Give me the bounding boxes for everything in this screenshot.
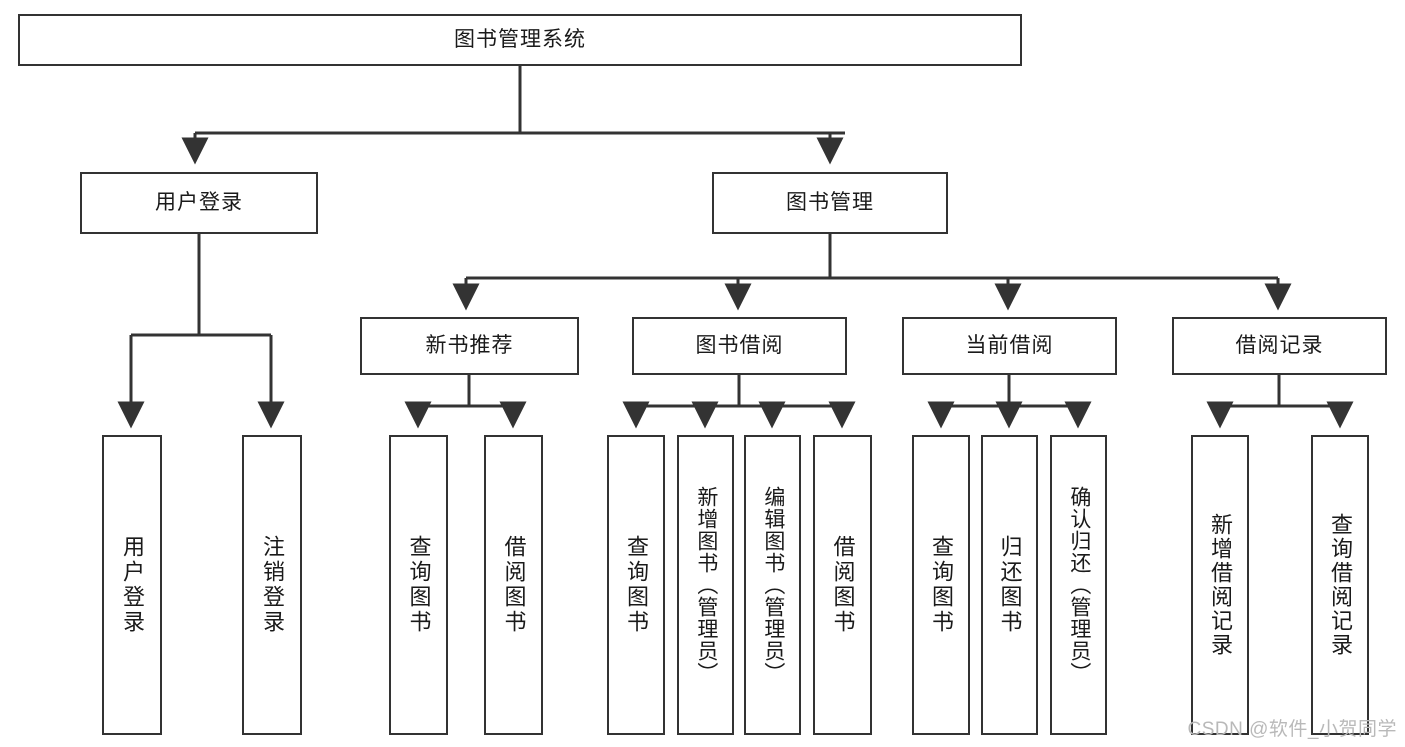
leaf-add-record-label: 新增借阅记录 xyxy=(1207,513,1233,657)
leaf-query-record-label: 查询借阅记录 xyxy=(1327,513,1353,657)
leaf-edit-book-label: 编辑图书（管理员） xyxy=(761,486,785,684)
node-root-label: 图书管理系统 xyxy=(454,28,586,52)
node-borrow-record-label: 借阅记录 xyxy=(1235,334,1324,358)
leaf-add-record[interactable]: 新增借阅记录 xyxy=(1191,435,1249,735)
edge-current-borrow-to-leaves xyxy=(927,375,1092,429)
leaf-return-book[interactable]: 归还图书 xyxy=(981,435,1038,735)
leaf-borrow-book-2-label: 借阅图书 xyxy=(830,535,856,635)
leaf-query-book-3[interactable]: 查询图书 xyxy=(912,435,970,735)
leaf-user-login-label: 用户登录 xyxy=(119,535,145,635)
node-user-login-label: 用户登录 xyxy=(155,191,243,215)
node-new-book-recommend-label: 新书推荐 xyxy=(425,334,514,358)
leaf-query-book-1-label: 查询图书 xyxy=(406,535,432,635)
node-root[interactable]: 图书管理系统 xyxy=(18,14,1022,66)
leaf-user-logout-label: 注销登录 xyxy=(259,535,285,635)
leaf-confirm-return-label: 确认归还（管理员） xyxy=(1067,486,1091,684)
node-book-management-label: 图书管理 xyxy=(786,191,874,215)
node-borrow-record[interactable]: 借阅记录 xyxy=(1172,317,1387,375)
leaf-add-book[interactable]: 新增图书（管理员） xyxy=(677,435,734,735)
leaf-add-book-label: 新增图书（管理员） xyxy=(694,486,718,684)
edge-root-to-level2 xyxy=(181,65,845,165)
leaf-borrow-book-1[interactable]: 借阅图书 xyxy=(484,435,543,735)
node-current-borrow[interactable]: 当前借阅 xyxy=(902,317,1117,375)
leaf-confirm-return[interactable]: 确认归还（管理员） xyxy=(1050,435,1107,735)
edge-book-borrow-to-leaves xyxy=(622,375,856,429)
edge-new-book-recommend-to-leaves xyxy=(404,375,527,429)
leaf-user-login[interactable]: 用户登录 xyxy=(102,435,162,735)
leaf-query-book-1[interactable]: 查询图书 xyxy=(389,435,448,735)
leaf-query-book-3-label: 查询图书 xyxy=(928,535,954,635)
leaf-return-book-label: 归还图书 xyxy=(997,535,1023,635)
node-current-borrow-label: 当前借阅 xyxy=(965,334,1054,358)
leaf-query-record[interactable]: 查询借阅记录 xyxy=(1311,435,1369,735)
node-book-borrow-label: 图书借阅 xyxy=(695,334,784,358)
leaf-user-logout[interactable]: 注销登录 xyxy=(242,435,302,735)
edge-borrow-record-to-leaves xyxy=(1206,375,1354,429)
edge-user-login-to-leaves xyxy=(117,234,285,429)
leaf-query-book-2[interactable]: 查询图书 xyxy=(607,435,665,735)
leaf-query-book-2-label: 查询图书 xyxy=(623,535,649,635)
leaf-edit-book[interactable]: 编辑图书（管理员） xyxy=(744,435,801,735)
node-book-management[interactable]: 图书管理 xyxy=(712,172,948,234)
leaf-borrow-book-2[interactable]: 借阅图书 xyxy=(813,435,872,735)
edge-book-management-to-level3 xyxy=(452,234,1292,311)
leaf-borrow-book-1-label: 借阅图书 xyxy=(501,535,527,635)
node-user-login[interactable]: 用户登录 xyxy=(80,172,318,234)
node-book-borrow[interactable]: 图书借阅 xyxy=(632,317,847,375)
node-new-book-recommend[interactable]: 新书推荐 xyxy=(360,317,579,375)
